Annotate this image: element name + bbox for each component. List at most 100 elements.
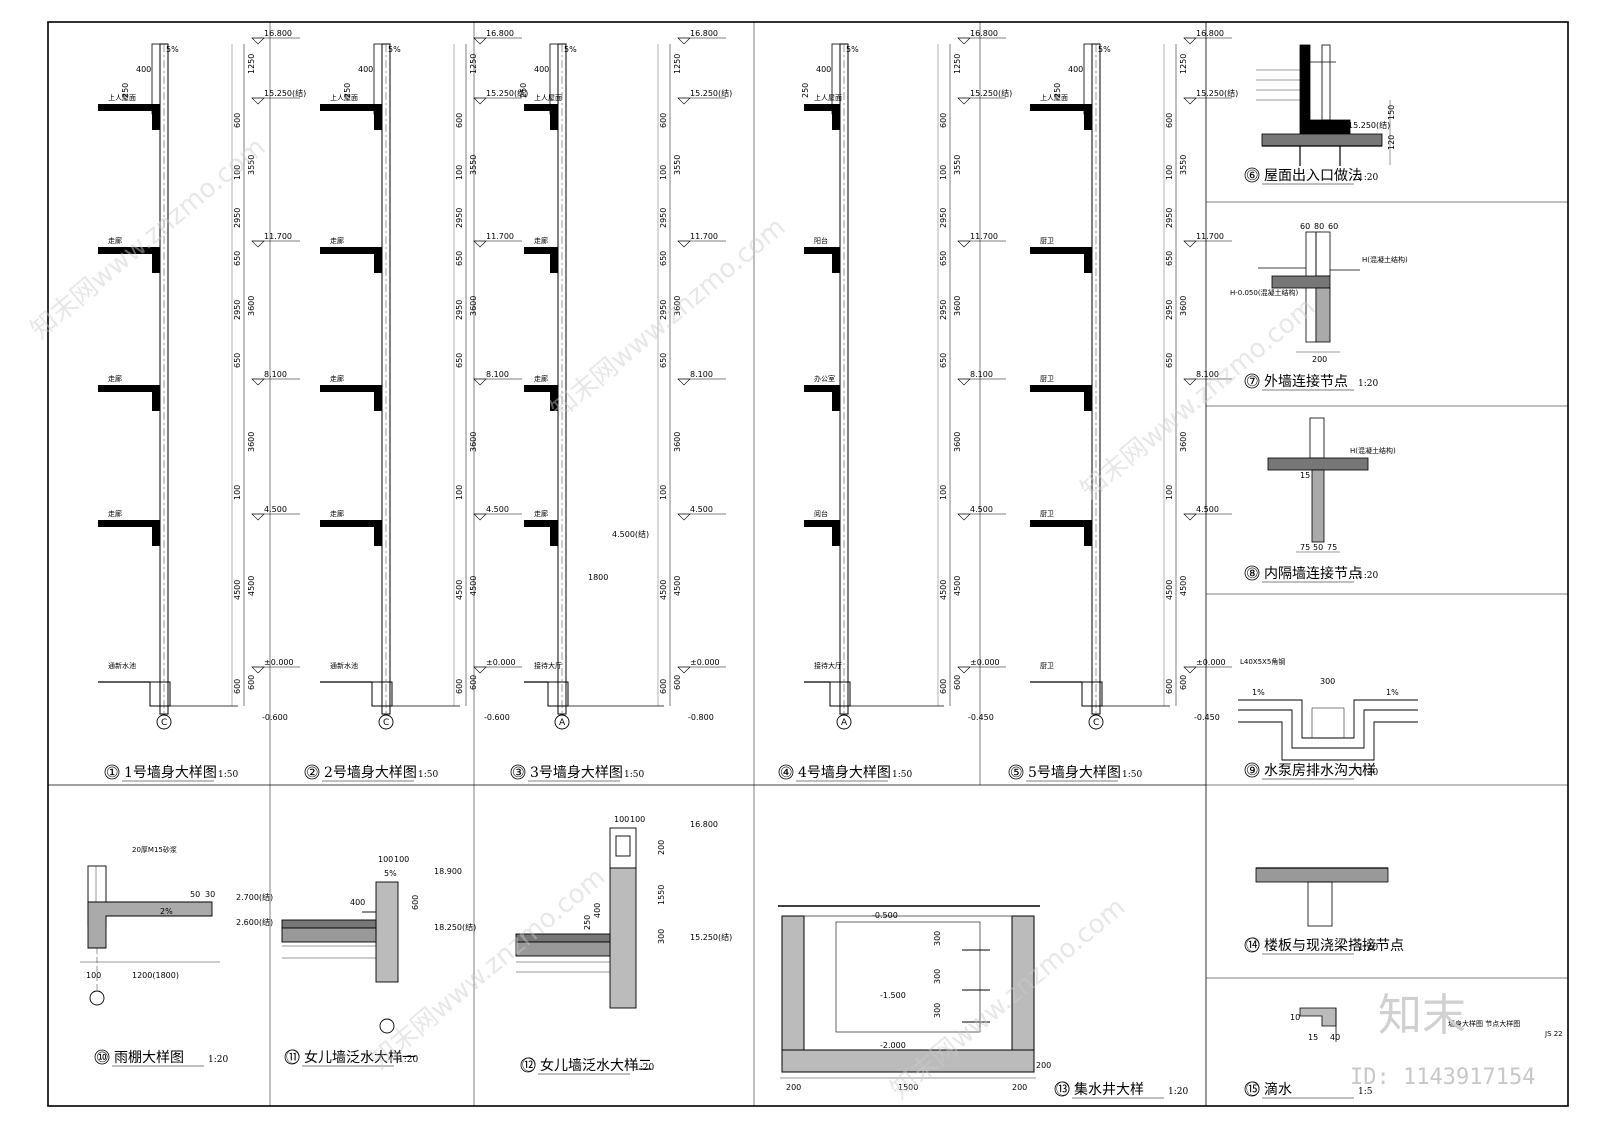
floor-slab (524, 385, 558, 392)
dim-text: 3600 (469, 296, 478, 316)
axis-label: C (161, 718, 167, 728)
base-elevation: -0.450 (968, 713, 994, 722)
d8-dim-75b: 75 (1327, 543, 1337, 552)
caption-scale: 1:20 (1358, 943, 1378, 953)
watermark-text-4: 知末网www.znzmo.com (365, 862, 611, 1075)
sub-dim-text: 100 (1165, 485, 1174, 500)
dim-text: 3600 (673, 432, 682, 452)
elevation-value: 4.500 (264, 505, 287, 514)
elevation-marker (1183, 97, 1197, 105)
caption-bubble (304, 764, 320, 780)
elevation-marker (677, 378, 691, 386)
d15-dim-40: 40 (1330, 1033, 1340, 1042)
parapet (373, 43, 383, 115)
elevation-value: ±0.000 (1196, 658, 1226, 667)
caption-title: 水泵房排水沟大样 (1264, 763, 1376, 779)
footing (149, 681, 171, 707)
elevation-value: 8.100 (1196, 370, 1219, 379)
caption-scale: 1:20 (634, 1063, 654, 1073)
caption-title: 雨棚大样图 (114, 1050, 184, 1066)
dim-text: 600 (953, 675, 962, 690)
ring-beam (550, 104, 558, 130)
floor-label: 走廊 (534, 374, 548, 383)
sub-dim-text: 650 (659, 251, 668, 266)
sub-dim-text: 650 (939, 251, 948, 266)
ring-beam (1084, 520, 1092, 546)
axis-bubble (378, 714, 394, 730)
sub-dim-text: 600 (455, 113, 464, 128)
base-elevation: -0.800 (688, 713, 714, 722)
d11-dim-100a: 100 (378, 855, 393, 864)
dim-text: 3600 (673, 296, 682, 316)
sub-dim-text: 650 (455, 251, 464, 266)
elevation-value: 11.700 (1196, 232, 1224, 241)
caption-scale: 1:20 (1358, 173, 1378, 183)
parapet-dim-400: 400 (816, 65, 831, 74)
caption-bubble (94, 1049, 110, 1065)
sub-dim-text: 650 (659, 353, 668, 368)
dim-text: 3600 (469, 432, 478, 452)
d10-elev-2: 2.600(结) (236, 917, 273, 927)
elevation-value: 8.100 (690, 370, 713, 379)
watermark-id: ID: 1143917154 (1350, 1065, 1535, 1090)
elevation-value: 16.800 (690, 29, 718, 38)
sub-dim-text: 4500 (233, 580, 242, 600)
d9-slope-right: 1% (1386, 688, 1399, 697)
d15-dim-15: 15 (1308, 1033, 1318, 1042)
d13-elev-top: -0.500 (872, 911, 898, 920)
dim-text: 4500 (953, 576, 962, 596)
parapet-slope: 5% (388, 45, 401, 54)
watermark-text-3: 知末网www.znzmo.com (1075, 292, 1321, 505)
caption-bubble (1244, 937, 1260, 953)
dim-text: 3550 (469, 155, 478, 175)
dim-text: 4500 (469, 576, 478, 596)
elevation-value: 15.250(结) (970, 88, 1012, 98)
parapet (831, 43, 841, 115)
caption-number: ⑥ (1246, 168, 1259, 184)
dim-text: 1250 (953, 54, 962, 74)
caption-bubble (104, 764, 120, 780)
ring-beam (550, 520, 558, 546)
d13-elev-bot: -2.000 (880, 1041, 906, 1050)
caption-number: ⑫ (522, 1058, 536, 1074)
axis-bubble (554, 714, 570, 730)
d7-h-label: H(混凝土结构) (1362, 255, 1408, 264)
base-elevation: -0.450 (1194, 713, 1220, 722)
sub-dim-text: 2950 (455, 300, 464, 320)
axis-bubble (836, 714, 852, 730)
sub-dim-text: 650 (1165, 251, 1174, 266)
sub-dim-text: 4500 (659, 580, 668, 600)
floor-slab (804, 385, 840, 392)
sub-dim-text: 650 (455, 353, 464, 368)
caption-number: ⑪ (286, 1050, 300, 1066)
sub-dim-text: 100 (659, 485, 668, 500)
caption-title: 楼板与现浇梁搭接节点 (1264, 937, 1404, 954)
elevation-value: 15.250(结) (486, 88, 528, 98)
d7-elevation: H-0.050(混凝土结构) (1230, 288, 1299, 297)
sub-dim-text: 600 (233, 679, 242, 694)
sheet-number: JS 22 (1544, 1030, 1563, 1038)
caption-title: 集水井大样 (1074, 1081, 1144, 1098)
detail-12-drawing (515, 827, 637, 1009)
elevation-value: 16.800 (970, 29, 998, 38)
parapet-slope: 5% (846, 45, 859, 54)
sub-dim-text: 600 (233, 113, 242, 128)
d11-dim-400: 400 (350, 898, 365, 907)
elevation-value: 8.100 (970, 370, 993, 379)
wall-sections: 上人屋面走廊走廊走廊通新水池C1250355036003600450060060… (98, 29, 1238, 730)
elevation-marker (677, 513, 691, 521)
sub-dim-text: 2950 (1165, 300, 1174, 320)
parapet (1083, 43, 1093, 115)
floor-slab (1030, 104, 1092, 111)
sub-dim-text: 4500 (455, 580, 464, 600)
elevation-value: 4.500 (486, 505, 509, 514)
axis-bubble (156, 714, 172, 730)
d13-dim-300c: 300 (933, 1003, 942, 1018)
d10-dim-50: 50 (190, 890, 200, 899)
elevation-marker (1183, 240, 1197, 248)
sub-dim-text: 650 (1165, 353, 1174, 368)
